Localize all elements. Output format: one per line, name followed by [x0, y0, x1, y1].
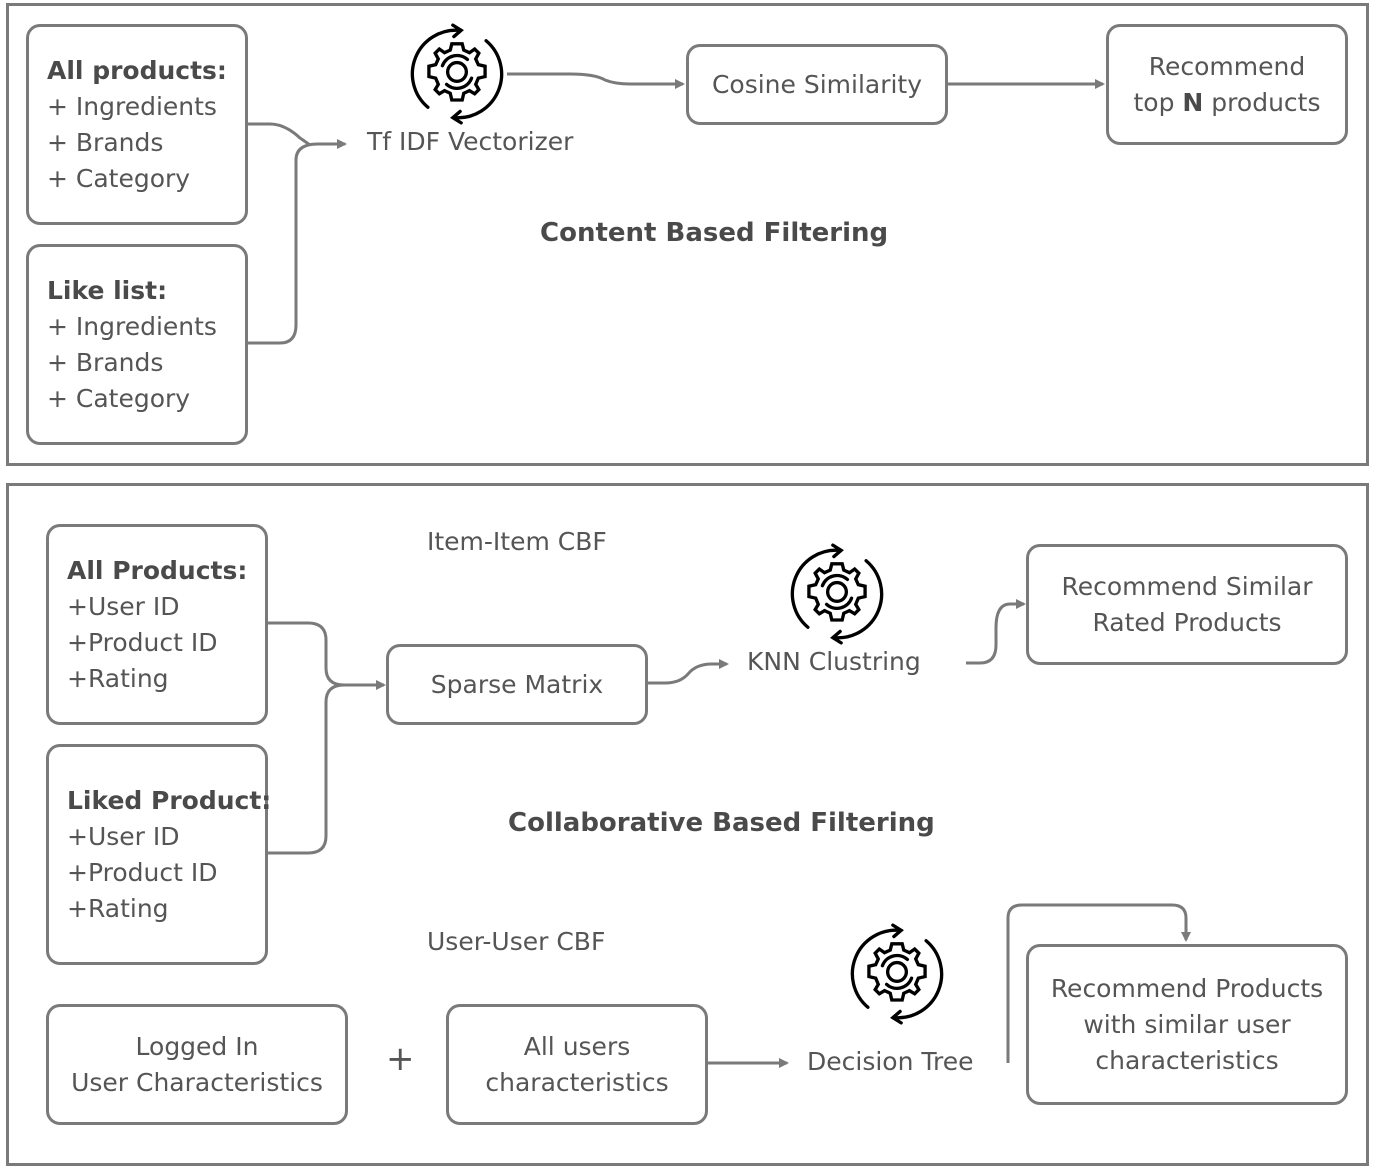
liked-product-box — [46, 744, 268, 965]
all-products-item-brands: + Brands — [47, 128, 164, 157]
decision-tree-label: Decision Tree — [807, 1047, 974, 1076]
all-products-2-heading: All Products: — [67, 556, 248, 585]
recommend-user-line3: characteristics — [1095, 1045, 1279, 1075]
like-list-connector — [247, 139, 347, 345]
all-products-2-list: All Products: +User ID +Product ID +Rati… — [67, 553, 247, 697]
cosine-similarity-label: Cosine Similarity — [711, 69, 923, 99]
like-list-item-brands: + Brands — [47, 348, 164, 377]
like-list-box — [26, 244, 248, 445]
knn-label: KNN Clustring — [747, 647, 921, 676]
recommend-line1: Recommend — [1148, 51, 1306, 81]
sparse-to-knn — [647, 659, 729, 685]
all-products-box — [26, 24, 248, 225]
collaborative-based-title: Collaborative Based Filtering — [508, 808, 935, 838]
recommend-user-line2: with similar user — [1083, 1009, 1291, 1039]
like-list-list: Like list: + Ingredients + Brands + Cate… — [47, 273, 217, 417]
content-based-title: Content Based Filtering — [540, 218, 889, 248]
liked-product-list: Liked Product: +User ID +Product ID +Rat… — [67, 783, 271, 927]
recommend-top-n-box: Recommend top N products — [1106, 24, 1348, 145]
sparse-matrix-label: Sparse Matrix — [430, 669, 604, 699]
all-products-item-ingredients: + Ingredients — [47, 92, 217, 121]
liked-product-connector — [267, 683, 345, 855]
knn-gear-icon — [790, 543, 884, 645]
tree-to-recommend — [1006, 903, 1191, 1063]
item-item-label: Item-Item CBF — [427, 527, 607, 556]
all-users-line2: characteristics — [485, 1067, 669, 1097]
recommend-user-line1: Recommend Products — [1050, 973, 1324, 1003]
all-products-item-category: + Category — [47, 164, 191, 193]
all-users-box: All users characteristics — [446, 1004, 708, 1125]
recommend-similar-line2: Rated Products — [1092, 607, 1282, 637]
recommend-n: N — [1182, 87, 1204, 117]
user-user-label: User-User CBF — [427, 927, 606, 956]
plus-sign: + — [386, 1039, 415, 1079]
recommend-pre: top — [1133, 87, 1183, 117]
recommend-user-box: Recommend Products with similar user cha… — [1026, 944, 1348, 1105]
all-users-line1: All users — [523, 1031, 631, 1061]
all-products-2-item-rating: +Rating — [67, 664, 169, 693]
vectorizer-gear-icon — [410, 23, 504, 125]
decision-tree-gear-icon — [850, 923, 944, 1025]
all-products-heading: All products: — [47, 56, 227, 85]
liked-product-heading: Liked Product: — [67, 786, 272, 815]
recommend-similar-line1: Recommend Similar — [1061, 571, 1313, 601]
all-products-2-item-user-id: +User ID — [67, 592, 180, 621]
all-products-2-item-product-id: +Product ID — [67, 628, 218, 657]
liked-product-item-user-id: +User ID — [67, 822, 180, 851]
like-list-item-category: + Category — [47, 384, 191, 413]
like-list-item-ingredients: + Ingredients — [47, 312, 217, 341]
vectorizer-to-cosine — [507, 72, 685, 89]
all-products-2-connector — [267, 621, 386, 690]
collaborative-based-panel — [6, 483, 1369, 1166]
cosine-similarity-box: Cosine Similarity — [686, 44, 948, 125]
vectorizer-label: Tf IDF Vectorizer — [367, 127, 574, 156]
logged-in-line1: Logged In — [135, 1031, 259, 1061]
like-list-heading: Like list: — [47, 276, 168, 305]
logged-in-box: Logged In User Characteristics — [46, 1004, 348, 1125]
all-products-2-box — [46, 524, 268, 725]
recommend-line2: top N products — [1134, 85, 1321, 121]
knn-to-recommend — [966, 599, 1026, 665]
content-based-panel — [6, 3, 1369, 466]
logged-in-line2: User Characteristics — [71, 1067, 323, 1097]
sparse-matrix-box: Sparse Matrix — [386, 644, 648, 725]
liked-product-item-product-id: +Product ID — [67, 858, 218, 887]
recommend-similar-box: Recommend Similar Rated Products — [1026, 544, 1348, 665]
recommend-post: products — [1203, 87, 1321, 117]
all-products-list: All products: + Ingredients + Brands + C… — [47, 53, 227, 197]
liked-product-item-rating: +Rating — [67, 894, 169, 923]
all-products-connector — [247, 122, 311, 147]
